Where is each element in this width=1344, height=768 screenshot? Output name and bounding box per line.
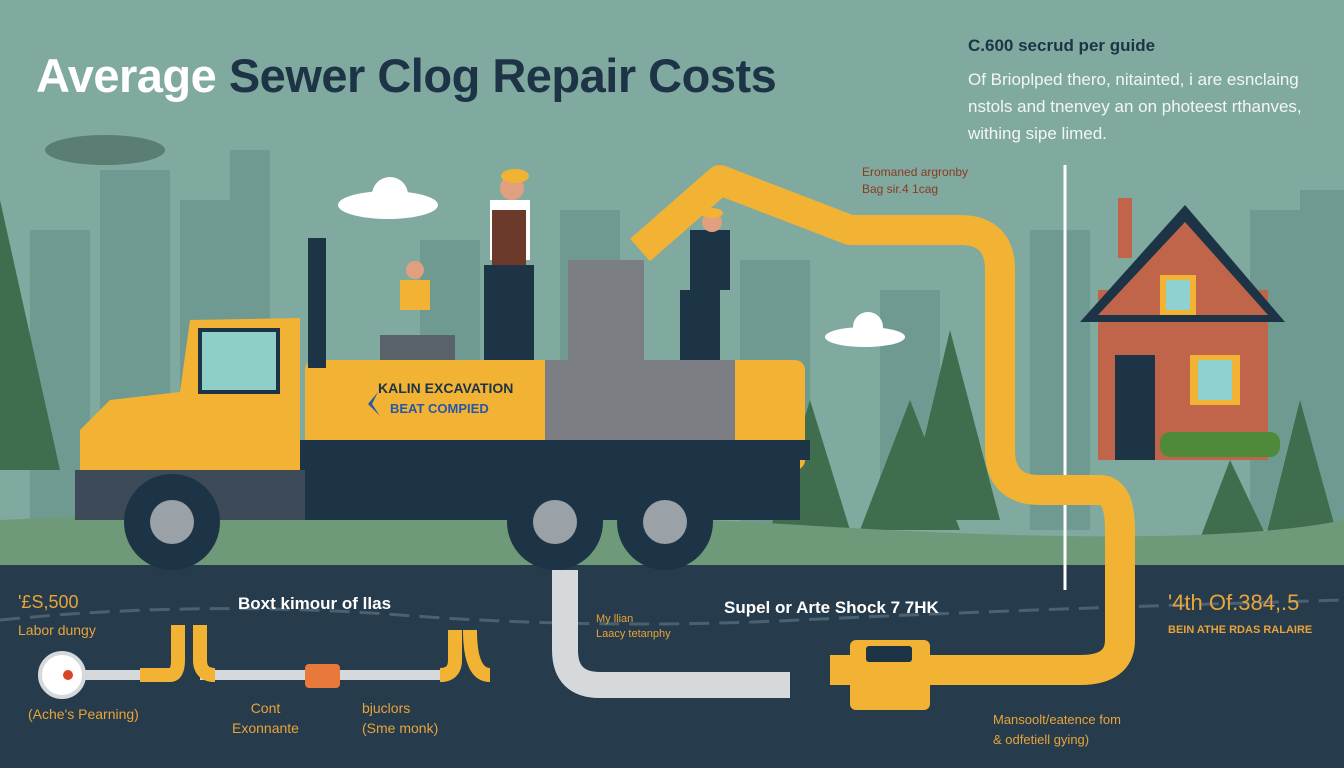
cloud-icon [45,135,165,165]
cleanout-icon [38,651,86,699]
price-right: '4th Of.384,.5 [1168,590,1300,615]
title-first-word: Average [36,49,217,102]
label-meter: Mansoolt/eatence fom & odfetiell gying) [993,712,1121,747]
truck-illustration [75,238,810,570]
pipe-system [630,165,1135,685]
arm-callout-line2: Bag sir.4 1cag [862,182,939,196]
heading-center-left: Boxt kimour of llas [238,594,392,613]
price-left-label: Labor dungy [18,622,96,638]
heading-center-right: Supel or Arte Shock 7 7HK [724,598,939,617]
worker-figures [380,169,730,360]
truck-brand-name: KALIN EXCAVATION [378,380,514,396]
side-note-heading: C.600 secrud per guide [968,36,1156,55]
arm-callout-line1: Eromaned argronby [862,165,969,179]
price-right-label: BEIN ATHE RDAS RALAIRE [1168,624,1313,636]
title-rest: Sewer Clog Repair Costs [228,49,777,102]
label-bucklers: bjuclors (Sme monk) [362,700,439,736]
page-title: Average Sewer Clog Repair Costs [36,48,777,103]
truck-brand-tagline: BEAT COMPIED [390,401,489,416]
side-note-body: Of Brioplped thero, nitainted, i are esn… [968,70,1302,143]
house-icon [1080,198,1285,460]
label-mylian: My llian Laacy tetanphy [596,613,671,640]
label-cleanout: (Ache's Pearning) [28,706,139,722]
label-cont: Cont Exonnante [232,700,299,736]
price-left: '£S,500 [18,592,79,612]
cloud-icon [338,177,905,347]
